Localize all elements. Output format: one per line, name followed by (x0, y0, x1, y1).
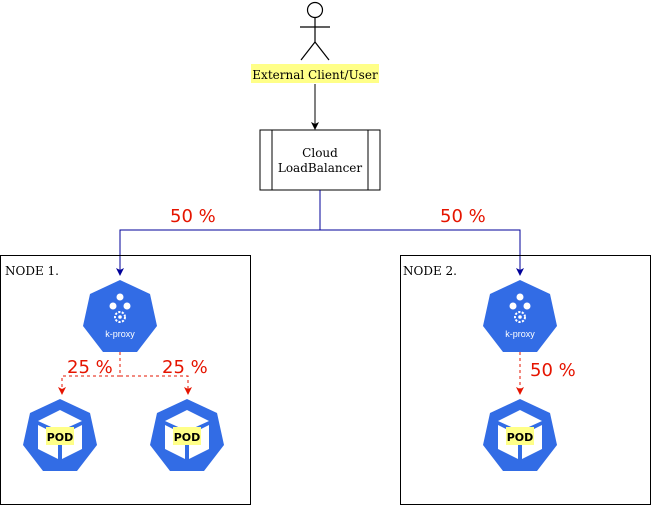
node-2-split: 50 % (530, 360, 576, 381)
lb-to-node2-connector (320, 229, 524, 276)
node-1-kproxy-label: k-proxy (105, 329, 135, 339)
node-2-kproxy-icon: k-proxy (483, 280, 557, 352)
load-balancer-line2: LoadBalancer (278, 161, 363, 175)
node-1-pod-1-icon: POD (23, 399, 97, 471)
node-1-split-left: 25 % (67, 357, 113, 378)
node-1-pod-1-label: POD (47, 431, 74, 444)
user-icon (300, 1, 330, 61)
node-2-title: NODE 2. (403, 264, 457, 278)
split-label-left: 50 % (170, 206, 216, 227)
load-balancer-line1: Cloud (302, 146, 338, 160)
node-1-title: NODE 1. (5, 264, 59, 278)
node-1-split-right: 25 % (162, 357, 208, 378)
lb-to-node1-connector (116, 190, 321, 276)
node-1-box (0, 255, 251, 505)
node-1-pod-2-label: POD (174, 431, 201, 444)
node-1-kproxy-icon: k-proxy (83, 280, 157, 352)
node-2-pod-1-label: POD (507, 431, 534, 444)
node-2-pod-1-icon: POD (483, 399, 557, 471)
node-1-proxy-to-pod-2-connector (120, 375, 192, 395)
node-2-kproxy-label: k-proxy (505, 329, 535, 339)
split-label-right: 50 % (440, 206, 486, 227)
user-label-highlight (251, 64, 379, 83)
user-label: External Client/User (252, 68, 378, 82)
load-balancer: Cloud LoadBalancer (259, 129, 381, 191)
node-1-pod-2-icon: POD (150, 399, 224, 471)
node-1-proxy-to-pod-1-connector (58, 352, 121, 395)
